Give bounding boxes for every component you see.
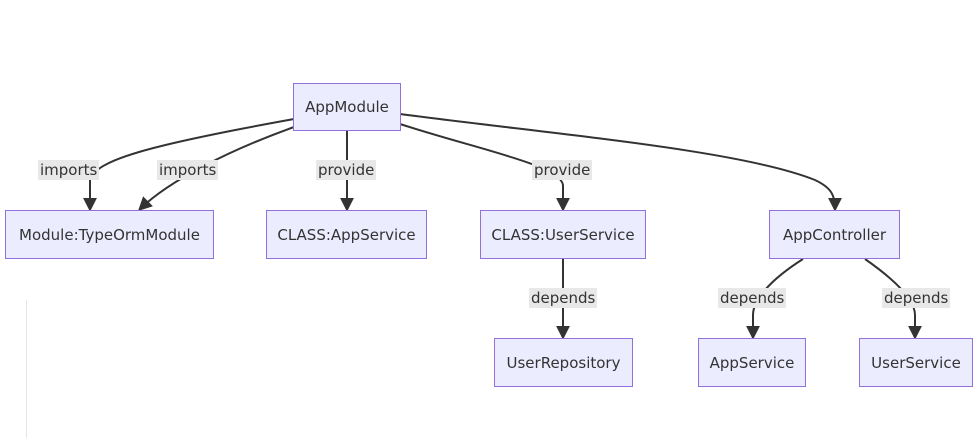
node-class-userservice[interactable]: CLASS:UserService bbox=[480, 210, 646, 259]
edge-label-depends-userservice: depends bbox=[882, 288, 951, 308]
node-appmodule[interactable]: AppModule bbox=[293, 83, 401, 131]
edge-label-depends-userrepository: depends bbox=[529, 288, 598, 308]
edge-label-imports-2: imports bbox=[157, 160, 219, 180]
edge-label-depends-appservice: depends bbox=[718, 288, 787, 308]
edge-label-provide-userservice: provide bbox=[532, 160, 593, 180]
page-border-line bbox=[26, 300, 27, 438]
edge-label-provide-appservice: provide bbox=[316, 160, 377, 180]
node-userservice[interactable]: UserService bbox=[859, 338, 973, 387]
node-appservice[interactable]: AppService bbox=[698, 338, 806, 387]
edge-appmodule-to-class-userservice bbox=[399, 123, 570, 212]
node-userrepository[interactable]: UserRepository bbox=[494, 338, 633, 387]
node-class-appservice[interactable]: CLASS:AppService bbox=[266, 210, 427, 259]
node-appcontroller[interactable]: AppController bbox=[769, 210, 900, 259]
edge-label-imports-1: imports bbox=[38, 160, 100, 180]
node-typeorm-module[interactable]: Module:TypeOrmModule bbox=[5, 210, 214, 259]
edge-appmodule-to-appcontroller bbox=[399, 113, 842, 212]
